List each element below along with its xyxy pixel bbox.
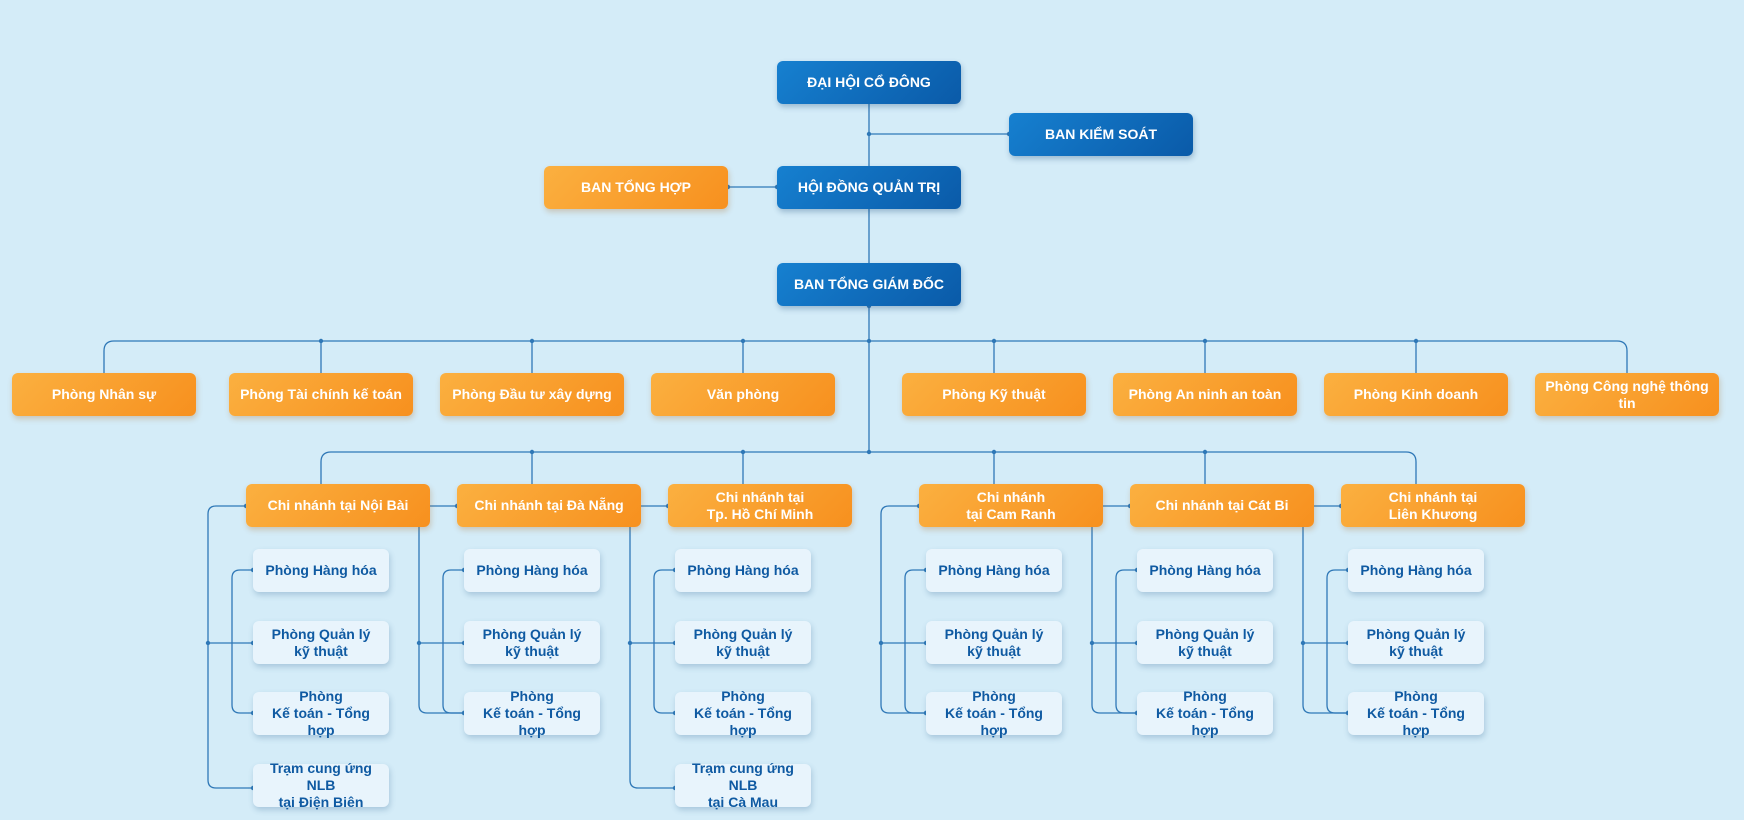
sub-unit-box[interactable]: Phòng Hàng hóa [675,549,811,592]
node-shareholders[interactable]: ĐẠI HỘI CỔ ĐÔNG [777,61,961,104]
branch-box[interactable]: Chi nhánh tại Cam Ranh [919,484,1103,527]
department-box[interactable]: Phòng Công nghệ thông tin [1535,373,1719,416]
department-box[interactable]: Văn phòng [651,373,835,416]
sub-unit-box[interactable]: Phòng Kế toán - Tổng hợp [253,688,389,738]
branch-box[interactable]: Chi nhánh tại Nội Bài [246,484,430,527]
branch-box[interactable]: Chi nhánh tại Cát Bi [1130,484,1314,527]
sub-unit-box[interactable]: Phòng Quản lý kỹ thuật [1348,621,1484,664]
sub-unit-box[interactable]: Phòng Hàng hóa [1348,549,1484,592]
sub-unit-box[interactable]: Phòng Kế toán - Tổng hợp [1137,688,1273,738]
node-board-of-directors[interactable]: HỘI ĐỒNG QUẢN TRỊ [777,166,961,209]
department-box[interactable]: Phòng Kỹ thuật [902,373,1086,416]
sub-unit-box[interactable]: Trạm cung ứng NLB tại Điện Biên [253,760,389,810]
sub-unit-box[interactable]: Phòng Quản lý kỹ thuật [464,621,600,664]
branch-box[interactable]: Chi nhánh tại Liên Khương [1341,484,1525,527]
sub-unit-box[interactable]: Phòng Quản lý kỹ thuật [926,621,1062,664]
sub-unit-box[interactable]: Phòng Hàng hóa [1137,549,1273,592]
sub-unit-box[interactable]: Phòng Hàng hóa [464,549,600,592]
department-box[interactable]: Phòng Kinh doanh [1324,373,1508,416]
sub-unit-box[interactable]: Trạm cung ứng NLB tại Cà Mau [675,760,811,810]
sub-unit-box[interactable]: Phòng Hàng hóa [926,549,1062,592]
sub-unit-box[interactable]: Phòng Kế toán - Tổng hợp [464,688,600,738]
sub-unit-box[interactable]: Phòng Kế toán - Tổng hợp [1348,688,1484,738]
node-supervisory-board[interactable]: BAN KIỂM SOÁT [1009,113,1193,156]
sub-unit-box[interactable]: Phòng Quản lý kỹ thuật [253,621,389,664]
department-box[interactable]: Phòng Tài chính kế toán [229,373,413,416]
department-box[interactable]: Phòng An ninh an toàn [1113,373,1297,416]
sub-unit-box[interactable]: Phòng Hàng hóa [253,549,389,592]
sub-unit-box[interactable]: Phòng Kế toán - Tổng hợp [675,688,811,738]
sub-unit-box[interactable]: Phòng Quản lý kỹ thuật [675,621,811,664]
node-general-affairs[interactable]: BAN TỔNG HỢP [544,166,728,209]
department-box[interactable]: Phòng Đầu tư xây dựng [440,373,624,416]
sub-unit-box[interactable]: Phòng Kế toán - Tổng hợp [926,688,1062,738]
node-executive-board[interactable]: BAN TỔNG GIÁM ĐỐC [777,263,961,306]
branch-box[interactable]: Chi nhánh tại Tp. Hồ Chí Minh [668,484,852,527]
branch-box[interactable]: Chi nhánh tại Đà Nẵng [457,484,641,527]
sub-unit-box[interactable]: Phòng Quản lý kỹ thuật [1137,621,1273,664]
department-box[interactable]: Phòng Nhân sự [12,373,196,416]
